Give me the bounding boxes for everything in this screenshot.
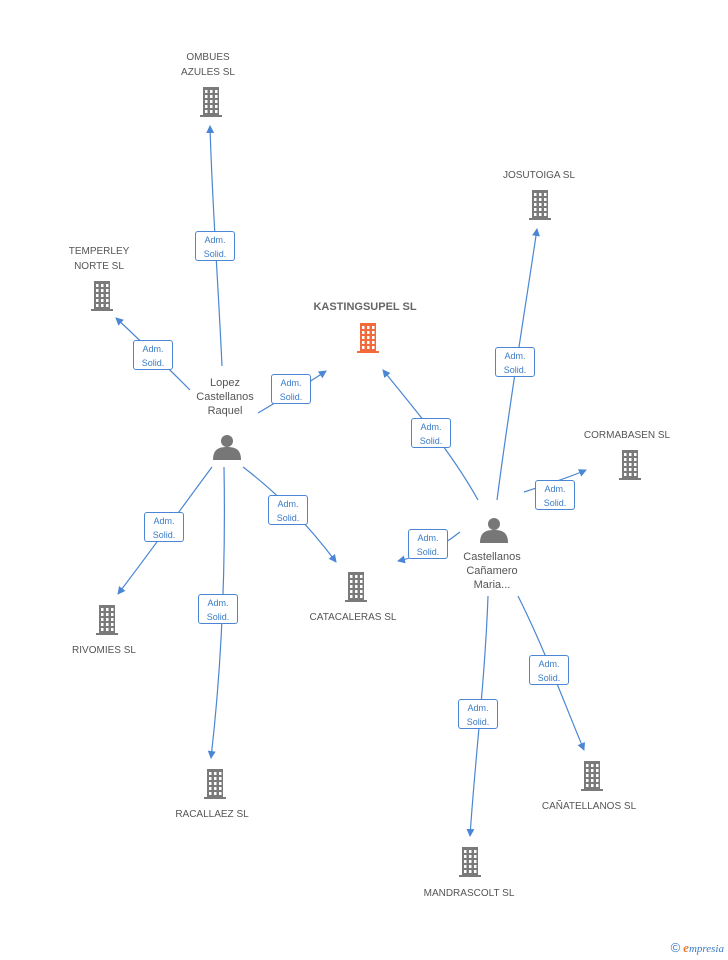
building-icon-racallaez[interactable] xyxy=(204,769,226,799)
node-label-cormabasen[interactable]: CORMABASEN SL xyxy=(583,430,671,441)
edge-label-line2: Solid. xyxy=(419,436,443,446)
brand-e: e xyxy=(683,940,689,955)
edge-label-castellanos-to-cormabasen[interactable]: Adm. Solid. xyxy=(535,480,575,510)
node-label-catacaleras[interactable]: CATACALERAS SL xyxy=(309,612,397,623)
edge-label-line1: Adm. xyxy=(153,516,175,526)
edge-label-line2: Solid. xyxy=(276,513,300,523)
building-icon-ombues[interactable] xyxy=(200,87,222,117)
edge-label-line2: Solid. xyxy=(141,358,165,368)
edge-label-line2: Solid. xyxy=(503,365,527,375)
nodes-layer xyxy=(91,87,641,877)
node-label-mandrascolt[interactable]: MANDRASCOLT SL xyxy=(423,888,515,899)
edge-label-line1: Adm. xyxy=(420,422,442,432)
building-icon-josutoiga[interactable] xyxy=(529,190,551,220)
edge-label-line1: Adm. xyxy=(544,484,566,494)
edge-label-lopez-to-kastingsupel[interactable]: Adm. Solid. xyxy=(271,374,311,404)
node-label-kastingsupel[interactable]: KASTINGSUPEL SL xyxy=(313,301,417,313)
edges-layer xyxy=(115,125,587,837)
node-label-castellanos[interactable]: Castellanos Cañamero Maria... xyxy=(463,551,521,591)
edge-label-lopez-to-catacaleras[interactable]: Adm. Solid. xyxy=(268,495,308,525)
node-label-lopez[interactable]: Lopez Castellanos Raquel xyxy=(196,377,254,417)
building-icon-rivomies[interactable] xyxy=(96,605,118,635)
person-icon-lopez[interactable] xyxy=(213,435,241,460)
edge-label-lopez-to-rivomies[interactable]: Adm. Solid. xyxy=(144,512,184,542)
edge-label-lopez-to-temperley[interactable]: Adm. Solid. xyxy=(133,340,173,370)
node-label-canatellanos[interactable]: CAÑATELLANOS SL xyxy=(541,801,637,812)
building-icon-kastingsupel[interactable] xyxy=(357,323,379,353)
edge-label-line2: Solid. xyxy=(152,530,176,540)
brand-logo: ©empresia xyxy=(671,940,724,956)
edge-label-castellanos-to-mandrascolt[interactable]: Adm. Solid. xyxy=(458,699,498,729)
building-icon-temperley[interactable] xyxy=(91,281,113,311)
edge-label-line1: Adm. xyxy=(467,703,489,713)
building-icon-cormabasen[interactable] xyxy=(619,450,641,480)
edge-label-line1: Adm. xyxy=(204,235,226,245)
copyright-symbol: © xyxy=(670,940,681,955)
edge-lopez-to-racallaez xyxy=(207,466,225,759)
node-label-racallaez[interactable]: RACALLAEZ SL xyxy=(175,809,249,820)
edge-label-line2: Solid. xyxy=(203,249,227,259)
edge-label-line1: Adm. xyxy=(538,659,560,669)
edge-label-line2: Solid. xyxy=(416,547,440,557)
edge-label-castellanos-to-kastingsupel[interactable]: Adm. Solid. xyxy=(411,418,451,448)
edge-label-line2: Solid. xyxy=(206,612,230,622)
edge-label-line2: Solid. xyxy=(543,498,567,508)
edge-label-lopez-to-racallaez[interactable]: Adm. Solid. xyxy=(198,594,238,624)
node-label-temperley[interactable]: TEMPERLEY NORTE SL xyxy=(68,246,130,272)
edge-label-line1: Adm. xyxy=(280,378,302,388)
person-icon-castellanos[interactable] xyxy=(480,518,508,543)
node-label-rivomies[interactable]: RIVOMIES SL xyxy=(72,645,136,656)
brand-name: mpresia xyxy=(688,943,724,955)
edge-label-line1: Adm. xyxy=(417,533,439,543)
edge-label-castellanos-to-canatellanos[interactable]: Adm. Solid. xyxy=(529,655,569,685)
edge-label-line2: Solid. xyxy=(466,717,490,727)
edge-label-castellanos-to-catacaleras[interactable]: Adm. Solid. xyxy=(408,529,448,559)
edge-label-castellanos-to-josutoiga[interactable]: Adm. Solid. xyxy=(495,347,535,377)
building-icon-canatellanos[interactable] xyxy=(581,761,603,791)
edge-label-line2: Solid. xyxy=(537,673,561,683)
edge-label-lopez-to-ombues[interactable]: Adm. Solid. xyxy=(195,231,235,261)
node-label-josutoiga[interactable]: JOSUTOIGA SL xyxy=(502,170,576,181)
node-label-ombues[interactable]: OMBUES AZULES SL xyxy=(181,52,235,78)
edge-label-line1: Adm. xyxy=(277,499,299,509)
edge-label-line1: Adm. xyxy=(207,598,229,608)
edge-label-line1: Adm. xyxy=(504,351,526,361)
edge-label-line1: Adm. xyxy=(142,344,164,354)
edge-label-line2: Solid. xyxy=(279,392,303,402)
building-icon-mandrascolt[interactable] xyxy=(459,847,481,877)
building-icon-catacaleras[interactable] xyxy=(345,572,367,602)
